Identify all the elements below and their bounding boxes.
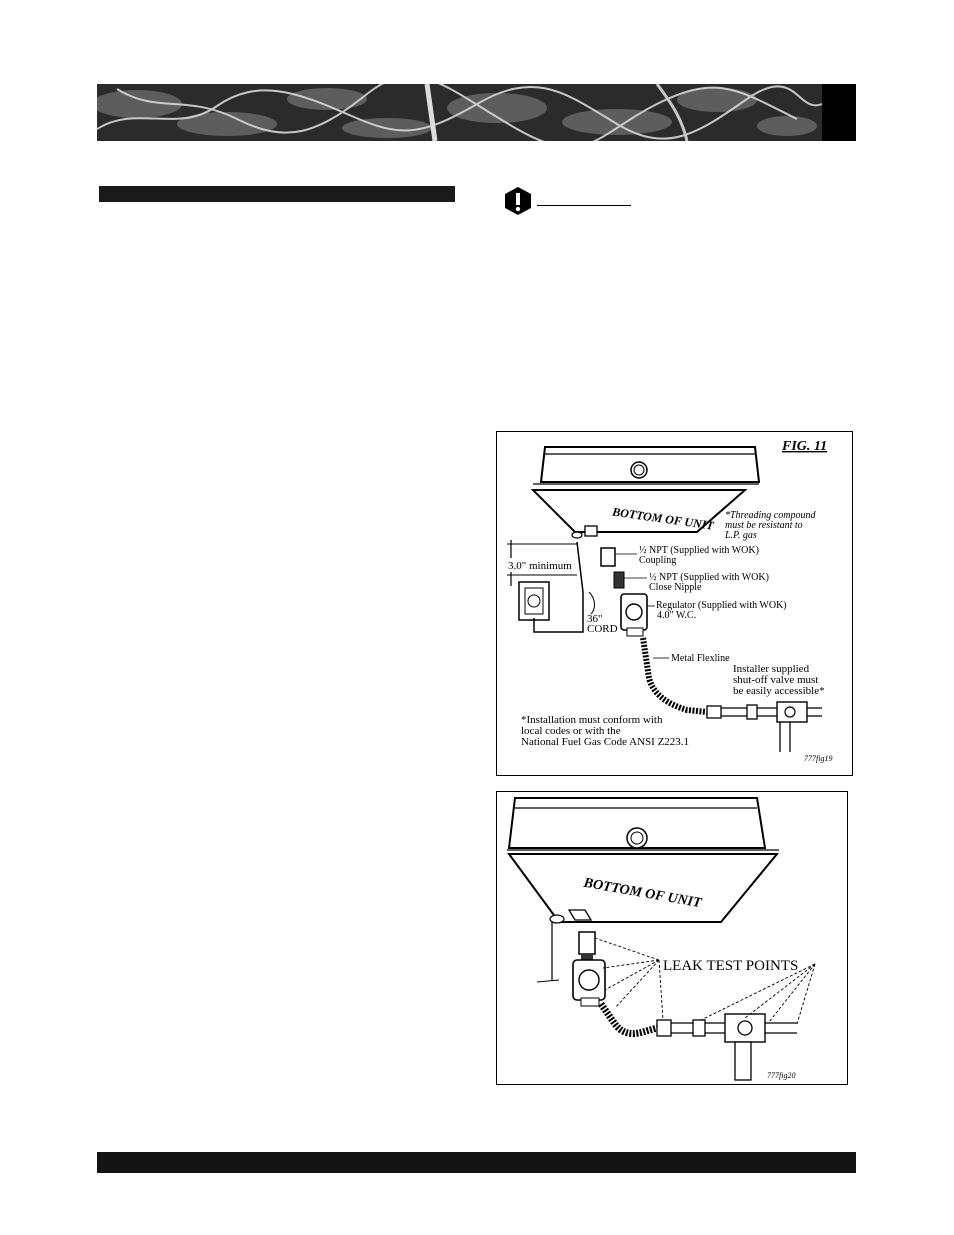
flexline-label: Metal Flexline [671, 653, 730, 664]
cord-label-1: 36" [587, 613, 603, 625]
threading-note-3: L.P. gas [724, 530, 757, 541]
install-note-2: local codes or with the [521, 725, 621, 737]
install-note-1: *Installation must conform with [521, 714, 663, 726]
coupling-label-1: ½ NPT (Supplied with WOK) [639, 545, 759, 556]
figure-leak-test-points: BOTTOM OF UNIT [496, 791, 848, 1085]
valve-note-1: Installer supplied [733, 663, 810, 675]
warning-underline [537, 205, 631, 206]
regulator-label-1: Regulator (Supplied with WOK) [656, 600, 787, 611]
cord-label-2: CORD [587, 623, 618, 635]
figure-12-code: 777fig20 [767, 1071, 795, 1080]
warning-icon [500, 186, 536, 216]
threading-note-2: must be resistant to [725, 520, 803, 531]
nipple-label-2: Close Nipple [649, 582, 702, 593]
valve-note-2: shut-off valve must [733, 674, 818, 686]
figure-11-title: FIG. 11 [781, 439, 827, 454]
leak-test-points-label: LEAK TEST POINTS [663, 958, 798, 974]
regulator-label-2: 4.0" W.C. [657, 610, 696, 621]
install-note-3: National Fuel Gas Code ANSI Z223.1 [521, 736, 689, 748]
figure-11-gas-connection: BOTTOM OF UNIT 3.0" minimum 36" CORD ½ N… [496, 431, 853, 776]
figure-11-code: 777fig19 [804, 754, 832, 763]
nipple-label-1: ½ NPT (Supplied with WOK) [649, 572, 769, 583]
threading-note-1: *Threading compound [725, 510, 816, 521]
header-banner-image [97, 84, 856, 141]
coupling-label-2: Coupling [639, 555, 676, 566]
minimum-height-label: 3.0" minimum [508, 560, 572, 572]
valve-note-3: be easily accessible* [733, 685, 825, 697]
footer-bar [97, 1152, 856, 1173]
section-heading-bar [99, 186, 455, 202]
